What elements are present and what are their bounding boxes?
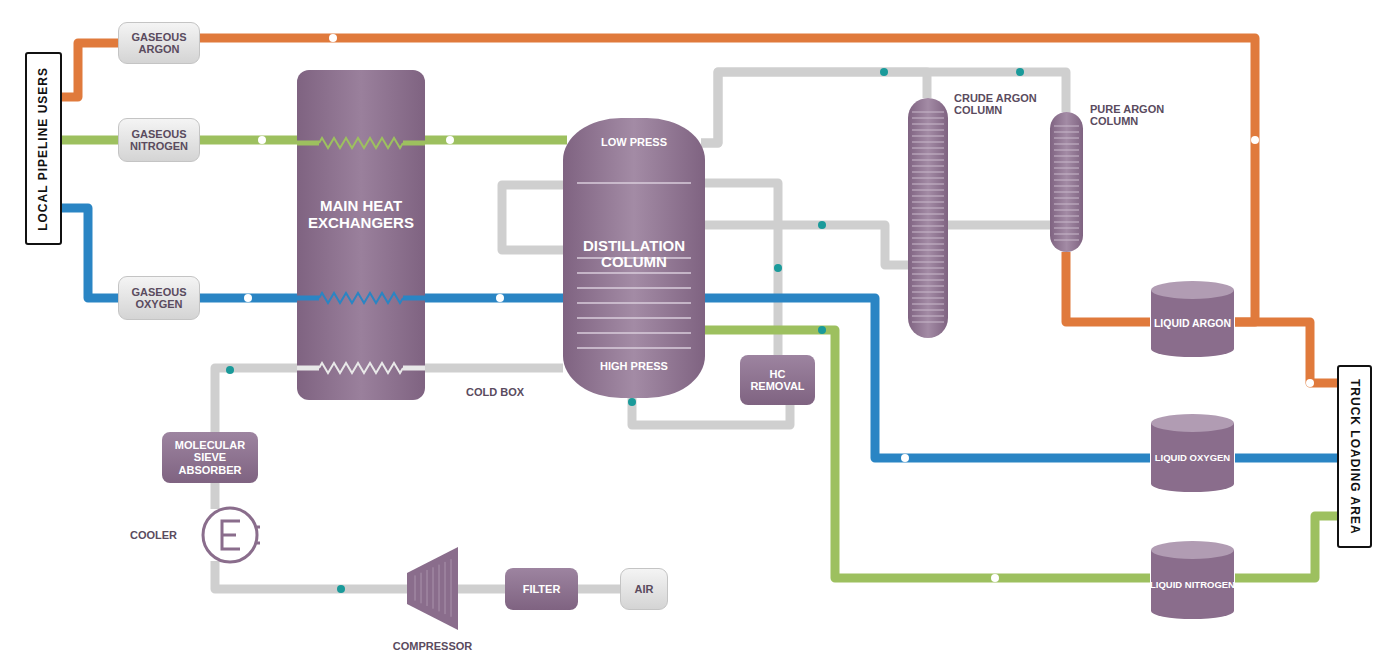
node-label: LIQUID OXYGEN	[1155, 453, 1230, 463]
pipe-connector	[200, 136, 297, 145]
shape-outline	[297, 70, 425, 400]
node-label: GASEOUS NITROGEN	[122, 128, 196, 152]
cooler-symbol: COOLER	[200, 505, 260, 565]
pipe-connector	[458, 585, 505, 594]
node-label: GASEOUS OXYGEN	[122, 286, 196, 310]
node-label: PURE ARGON COLUMN	[1090, 103, 1180, 127]
storage-tank: LIQUID ARGON	[1150, 280, 1235, 358]
pipe-connector	[1235, 454, 1337, 463]
region-label: COLD BOX	[466, 386, 524, 398]
pipe-connector	[703, 330, 1150, 578]
pipe-connector	[701, 72, 1066, 143]
distillation-column: LOW PRESS DISTILLATION COLUMN HIGH PRESS	[563, 118, 705, 398]
node-label: TRUCK LOADING AREA	[1348, 379, 1361, 535]
pipe-connector	[1235, 516, 1337, 578]
node-label: DISTILLATION COLUMN	[569, 238, 699, 271]
pipe-connector	[1066, 252, 1150, 322]
pipeline-users-box: LOCAL PIPELINE USERS	[25, 52, 62, 245]
pipe-connector	[211, 483, 220, 509]
pipe-connector	[62, 136, 118, 145]
pipe-connector	[215, 561, 407, 589]
node-label: GASEOUS ARGON	[122, 31, 196, 55]
pipe-connector	[215, 368, 297, 432]
pipe-connector	[200, 294, 297, 303]
pipe-connector	[703, 225, 908, 265]
pipe-connector	[948, 221, 1050, 230]
node-label: LIQUID ARGON	[1154, 318, 1231, 330]
pipe-connector	[578, 585, 620, 594]
shape-outline	[405, 545, 460, 632]
pipe-connector	[62, 43, 118, 97]
storage-tank: LIQUID OXYGEN	[1150, 413, 1235, 493]
node-label: COOLER	[130, 529, 177, 541]
node-label: COMPRESSOR	[393, 640, 472, 652]
node-label: LOW PRESS	[601, 136, 667, 148]
shape-outline	[200, 505, 260, 565]
process-box: FILTER	[505, 568, 578, 610]
pipe-connector	[425, 364, 563, 373]
pipe-connector	[705, 298, 1150, 458]
gas-product-box: GASEOUS NITROGEN	[118, 118, 200, 162]
pipe-connector	[425, 136, 567, 145]
column-shell	[908, 98, 948, 338]
node-label: HIGH PRESS	[600, 360, 668, 372]
process-box: MOLECULAR SIEVE ABSORBER	[162, 432, 258, 483]
argon-column: PURE ARGON COLUMN	[1050, 103, 1180, 253]
heat-exchanger: MAIN HEAT EXCHANGERS	[297, 70, 425, 400]
argon-column: CRUDE ARGON COLUMN	[908, 92, 1038, 338]
node-label: CRUDE ARGON COLUMN	[954, 92, 1038, 116]
node-label: MOLECULAR SIEVE ABSORBER	[166, 439, 254, 475]
process-box: HC REMOVAL	[740, 355, 815, 405]
gas-product-box: GASEOUS ARGON	[118, 22, 200, 64]
truck-loading-box: TRUCK LOADING AREA	[1337, 365, 1372, 548]
pipe-connector	[425, 294, 563, 303]
node-label: LOCAL PIPELINE USERS	[37, 67, 50, 231]
pipe-connector	[62, 208, 118, 298]
node-label: HC REMOVAL	[744, 368, 811, 392]
storage-tank: LIQUID NITROGEN	[1150, 540, 1235, 620]
air-inlet-box: AIR	[620, 568, 668, 610]
node-label: AIR	[635, 583, 654, 595]
gas-product-box: GASEOUS OXYGEN	[118, 276, 200, 320]
column-shell	[1050, 112, 1083, 252]
node-label: MAIN HEAT EXCHANGERS	[297, 198, 425, 231]
pipe-connector	[1235, 322, 1337, 383]
node-label: LIQUID NITROGEN	[1150, 580, 1235, 590]
compressor-symbol: COMPRESSOR	[405, 545, 460, 632]
node-label: FILTER	[523, 583, 561, 595]
pipe-connector	[701, 72, 927, 143]
